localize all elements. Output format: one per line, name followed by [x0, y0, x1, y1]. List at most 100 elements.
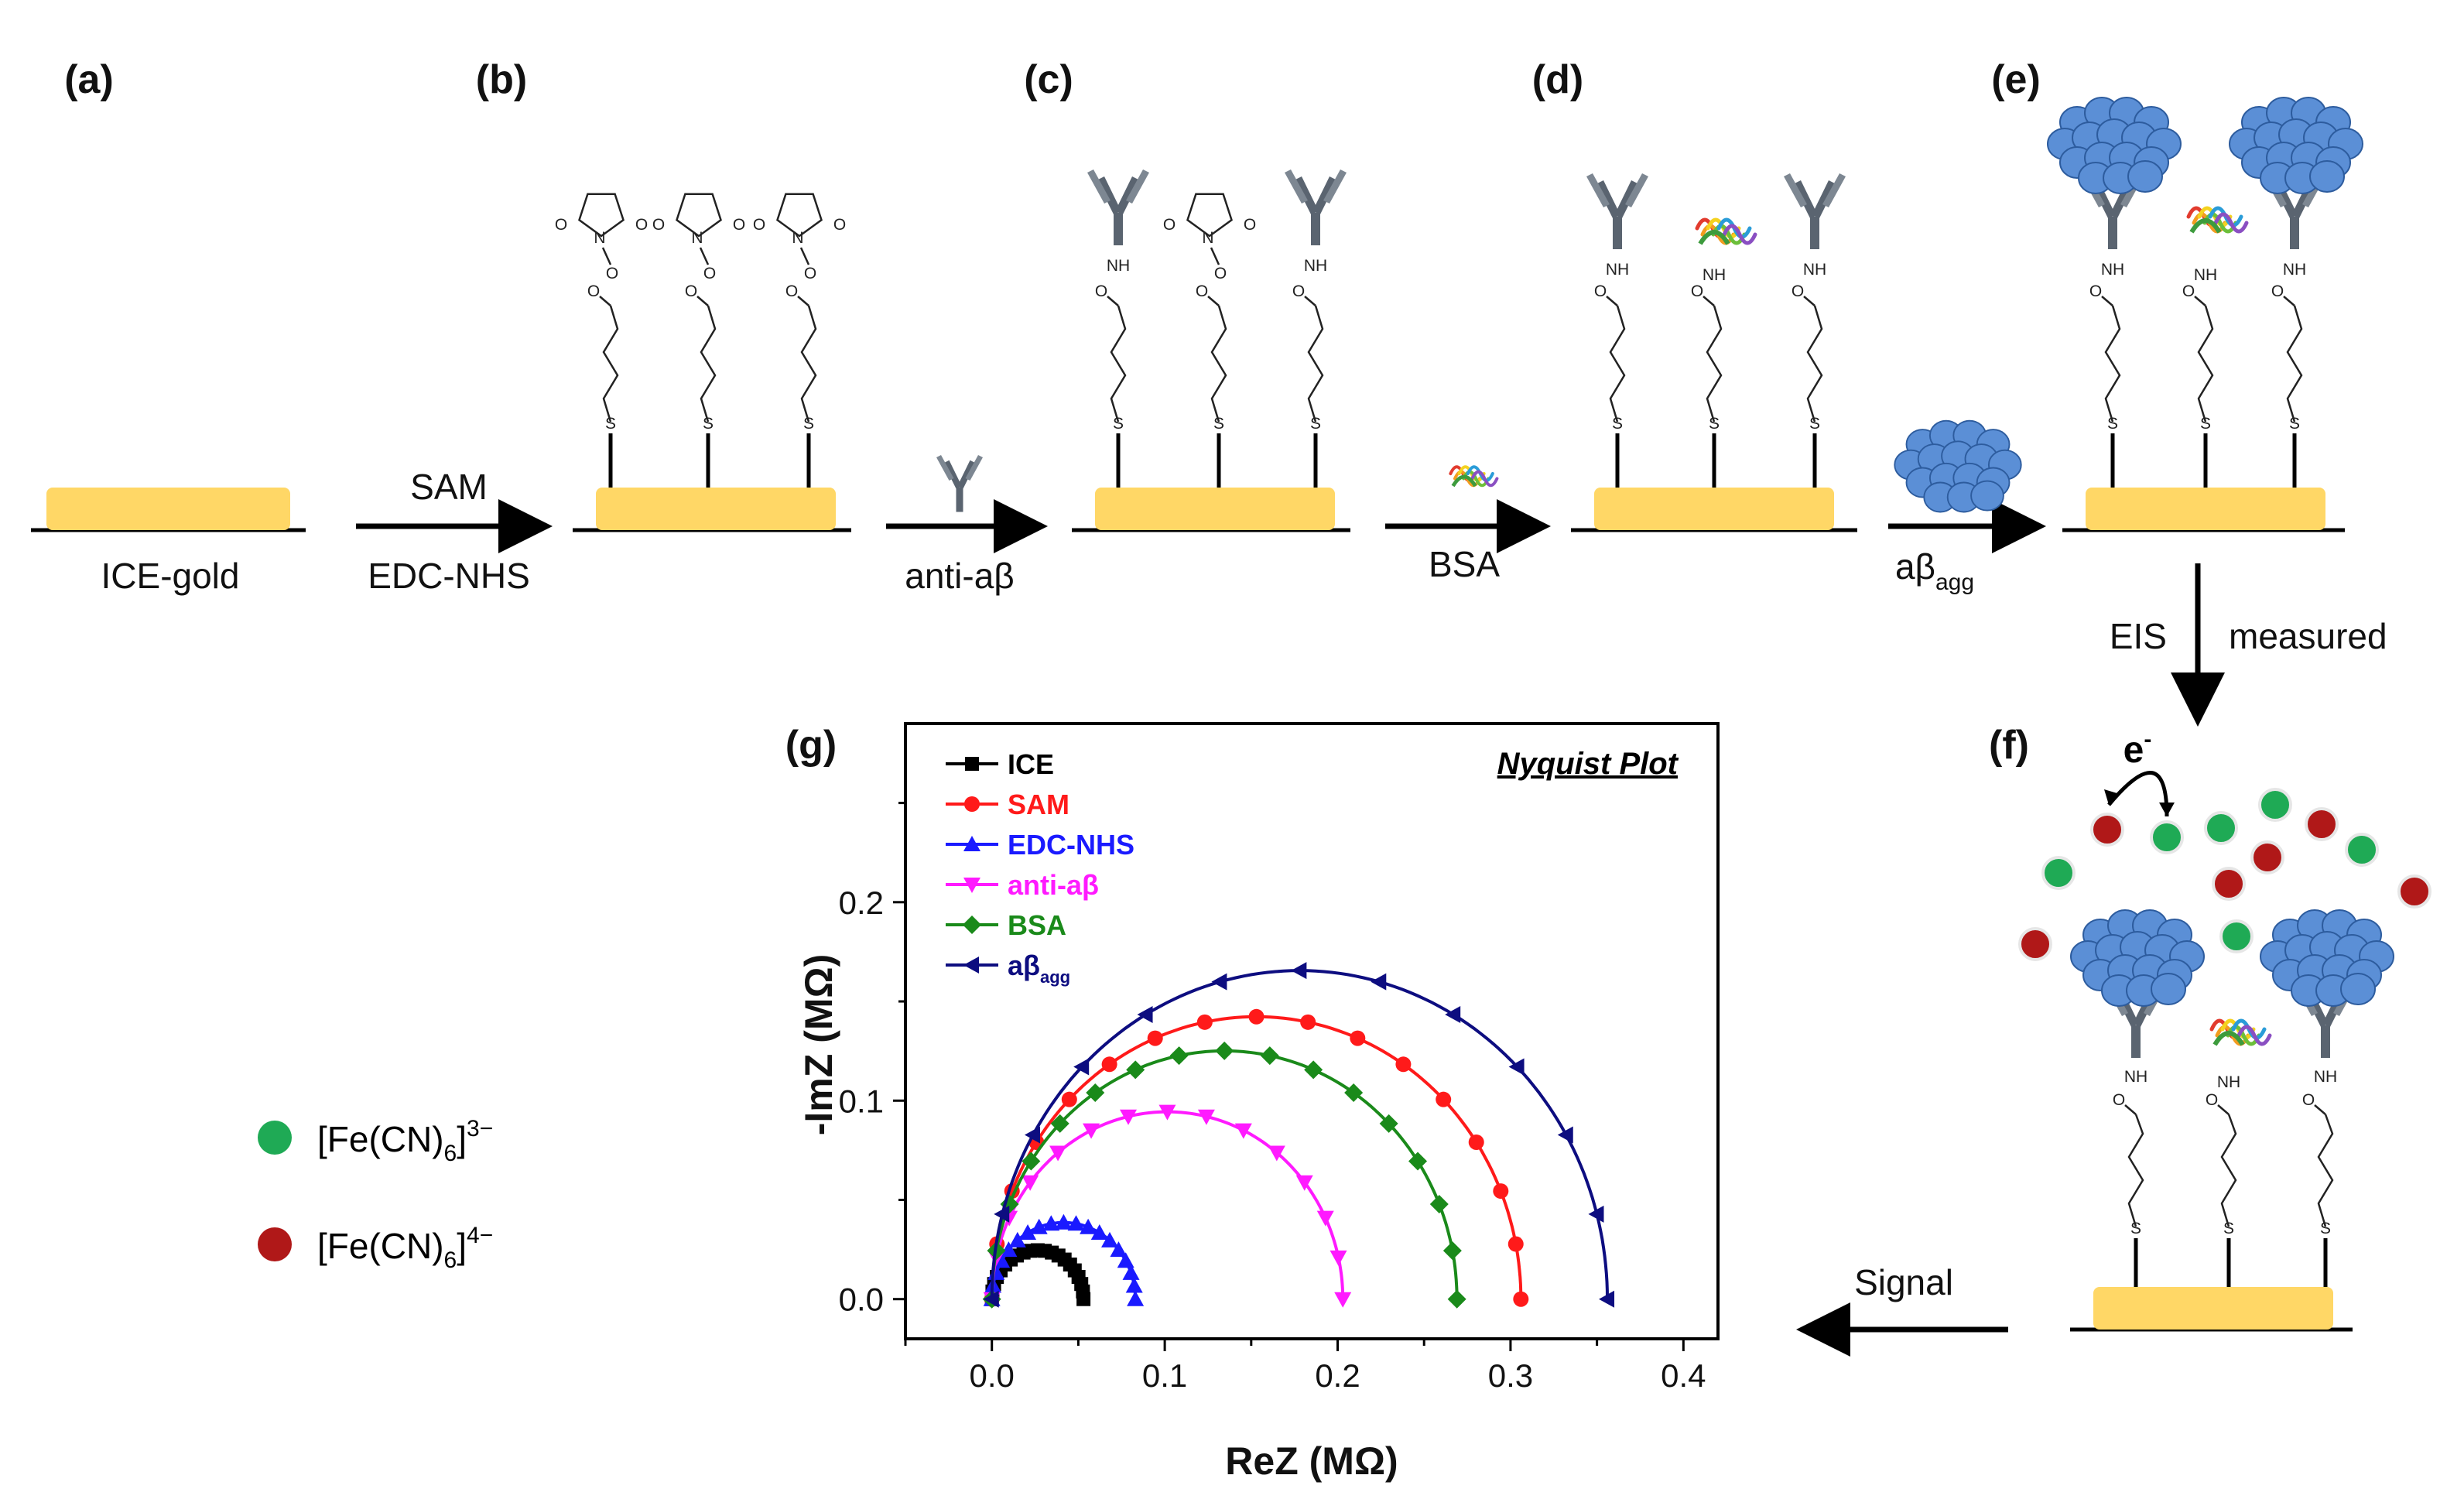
n-o-bond	[699, 247, 710, 265]
aggregate-particle	[2127, 160, 2163, 193]
amide-nh: NH	[1803, 261, 1826, 279]
linker-chain	[1609, 305, 1626, 423]
series-aβ	[983, 962, 1615, 1308]
aggregate-step-icon	[1894, 419, 2022, 513]
ferrocyanide-dot	[258, 1227, 292, 1261]
legend-label: EDC-NHS	[1008, 829, 1134, 861]
data-point	[1588, 1205, 1604, 1223]
legend-label-main: BSA	[1008, 909, 1066, 941]
succinimide-ring	[1186, 193, 1233, 238]
legend-marker	[963, 915, 981, 934]
carbonyl-oxygen: O	[1594, 282, 1607, 300]
carbonyl-bond	[1606, 296, 1618, 306]
data-point	[1008, 1231, 1026, 1247]
gold-electrode	[1594, 488, 1834, 530]
data-point	[1442, 1241, 1462, 1261]
data-point	[1110, 1241, 1128, 1258]
amide-nh: NH	[2124, 1068, 2147, 1086]
antibody-light-left	[1087, 169, 1111, 204]
data-point	[1330, 1250, 1347, 1266]
ring-oxygen-right: O	[833, 216, 846, 234]
antibody-light-left	[1285, 169, 1308, 204]
edc-nhs-label: EDC-NHS	[368, 556, 530, 596]
aggregate-particle	[2309, 160, 2345, 193]
antibody-arm-left	[1793, 180, 1818, 218]
carbonyl-oxygen: O	[785, 282, 798, 300]
antibody-stem	[1311, 213, 1320, 245]
data-point	[983, 1290, 999, 1308]
electron-label: e-	[2123, 727, 2152, 771]
linker-chain	[2127, 1114, 2144, 1227]
panel-label-d: (d)	[1532, 57, 1583, 102]
sulfur-label: S	[2289, 415, 2300, 433]
data-point	[1119, 1109, 1137, 1125]
carbonyl-oxygen: O	[2113, 1091, 2125, 1109]
amide-nh: NH	[1107, 257, 1130, 275]
captured-aggregate-icon	[2070, 909, 2205, 1007]
ring-oxygen-left: O	[1163, 216, 1176, 234]
data-point	[1127, 1290, 1145, 1306]
antibody-arm-left	[1596, 180, 1620, 218]
linker-chain	[1110, 305, 1127, 423]
bsa-helix	[1470, 470, 1499, 488]
data-point	[1022, 1175, 1039, 1191]
gold-electrode	[1095, 488, 1335, 530]
ab-agg-label: aβagg	[1895, 546, 1974, 595]
amide-nh: NH	[1606, 261, 1629, 279]
ester-oxygen: O	[606, 265, 618, 282]
data-point	[1126, 1060, 1145, 1080]
linker-chain	[2220, 1114, 2237, 1227]
carbonyl-bond	[599, 296, 611, 306]
antibody-stem	[1613, 217, 1622, 249]
electron-transfer-arrow	[2107, 771, 2169, 817]
y-tick-label: 0.2	[839, 885, 884, 921]
sulfur-label: S	[2320, 1220, 2331, 1237]
sulfur-label: S	[703, 415, 714, 433]
carbonyl-oxygen: O	[1792, 282, 1804, 300]
data-point	[1024, 1126, 1040, 1144]
data-point	[1101, 1231, 1119, 1247]
carbonyl-oxygen: O	[1691, 282, 1703, 300]
sulfur-label: S	[803, 415, 814, 433]
bsa-strand	[1698, 230, 1730, 245]
data-point	[1067, 1215, 1085, 1231]
data-point	[1468, 1134, 1484, 1150]
data-point	[1083, 1123, 1100, 1139]
panel-label-e: (e)	[1991, 57, 2041, 102]
electron-arrowhead-left	[2104, 789, 2120, 805]
data-point	[1147, 1030, 1163, 1046]
amide-nh: NH	[2283, 261, 2306, 279]
panel-label-c: (c)	[1024, 57, 1073, 102]
anti-ab-step-icon	[936, 455, 983, 512]
x-tick-label: 0.4	[1661, 1357, 1706, 1394]
data-point	[1334, 1292, 1352, 1308]
data-point	[1436, 1091, 1452, 1107]
linker-chain	[1806, 305, 1823, 423]
panel-label-a: (a)	[64, 57, 114, 102]
linker-chain	[2286, 305, 2303, 423]
plot-frame	[904, 722, 1720, 1340]
data-point	[1599, 1290, 1615, 1308]
captured-aggregate-icon	[2047, 97, 2182, 194]
data-point	[1211, 973, 1227, 991]
data-point	[1316, 1210, 1334, 1227]
ferricyanide-ion	[2219, 919, 2254, 953]
ring-oxygen-left: O	[555, 216, 567, 234]
antibody-light-right	[965, 455, 983, 481]
bsa-helix	[1722, 224, 1757, 245]
data-point	[1169, 1046, 1189, 1066]
ring-oxygen-right: O	[635, 216, 648, 234]
x-tick-label: 0.1	[1142, 1357, 1187, 1394]
data-point	[1395, 1056, 1412, 1073]
antibody-stem	[2290, 217, 2299, 249]
carbonyl-oxygen: O	[2271, 282, 2284, 300]
x-tick-label: 0.3	[1488, 1357, 1533, 1394]
data-point	[1291, 962, 1307, 980]
ferrocyanide-ion	[2305, 807, 2339, 841]
blocking-bsa-icon	[2209, 1018, 2272, 1046]
carbonyl-bond	[2194, 296, 2206, 306]
linker-chain	[1210, 305, 1227, 423]
anti-ab-label: anti-aβ	[905, 556, 1015, 596]
